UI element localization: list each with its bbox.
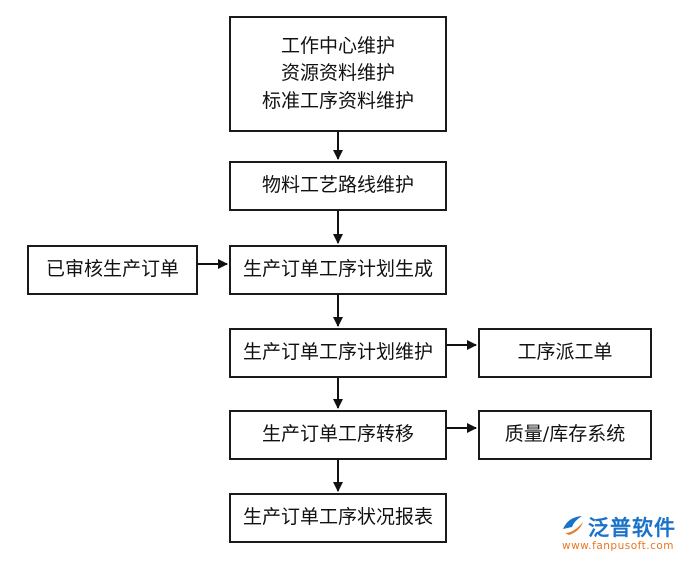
node-label: 生产订单工序计划维护 (242, 341, 433, 364)
node-line-resource-data: 资源资料维护 (280, 62, 395, 85)
node-quality-inventory: 质量/库存系统 (478, 410, 652, 460)
watermark-url: www.fanpusoft.com (562, 540, 675, 552)
node-label: 工序派工单 (517, 341, 613, 364)
node-label: 生产订单工序转移 (261, 423, 414, 446)
node-line-standard-process: 标准工序资料维护 (261, 89, 414, 112)
node-line-work-center: 工作中心维护 (280, 34, 395, 57)
node-process-transfer: 生产订单工序转移 (229, 410, 447, 460)
watermark-brand: 泛普软件 (588, 516, 676, 540)
fanpu-logo-icon (563, 516, 583, 535)
node-plan-generate: 生产订单工序计划生成 (229, 245, 447, 295)
node-label: 质量/库存系统 (504, 423, 626, 446)
node-status-report: 生产订单工序状况报表 (229, 493, 447, 543)
node-approved-orders: 已审核生产订单 (27, 245, 198, 295)
node-master-data-maintenance: 工作中心维护 资源资料维护 标准工序资料维护 (229, 16, 447, 132)
node-label: 物料工艺路线维护 (261, 174, 414, 197)
node-dispatch-order: 工序派工单 (478, 328, 652, 378)
fanpu-watermark: 泛普软件 www.fanpusoft.com (558, 510, 688, 556)
node-plan-maintain: 生产订单工序计划维护 (229, 328, 447, 378)
node-label: 生产订单工序状况报表 (242, 506, 433, 529)
node-label: 生产订单工序计划生成 (242, 258, 433, 281)
node-material-routing: 物料工艺路线维护 (229, 161, 447, 211)
node-label: 已审核生产订单 (45, 258, 179, 281)
